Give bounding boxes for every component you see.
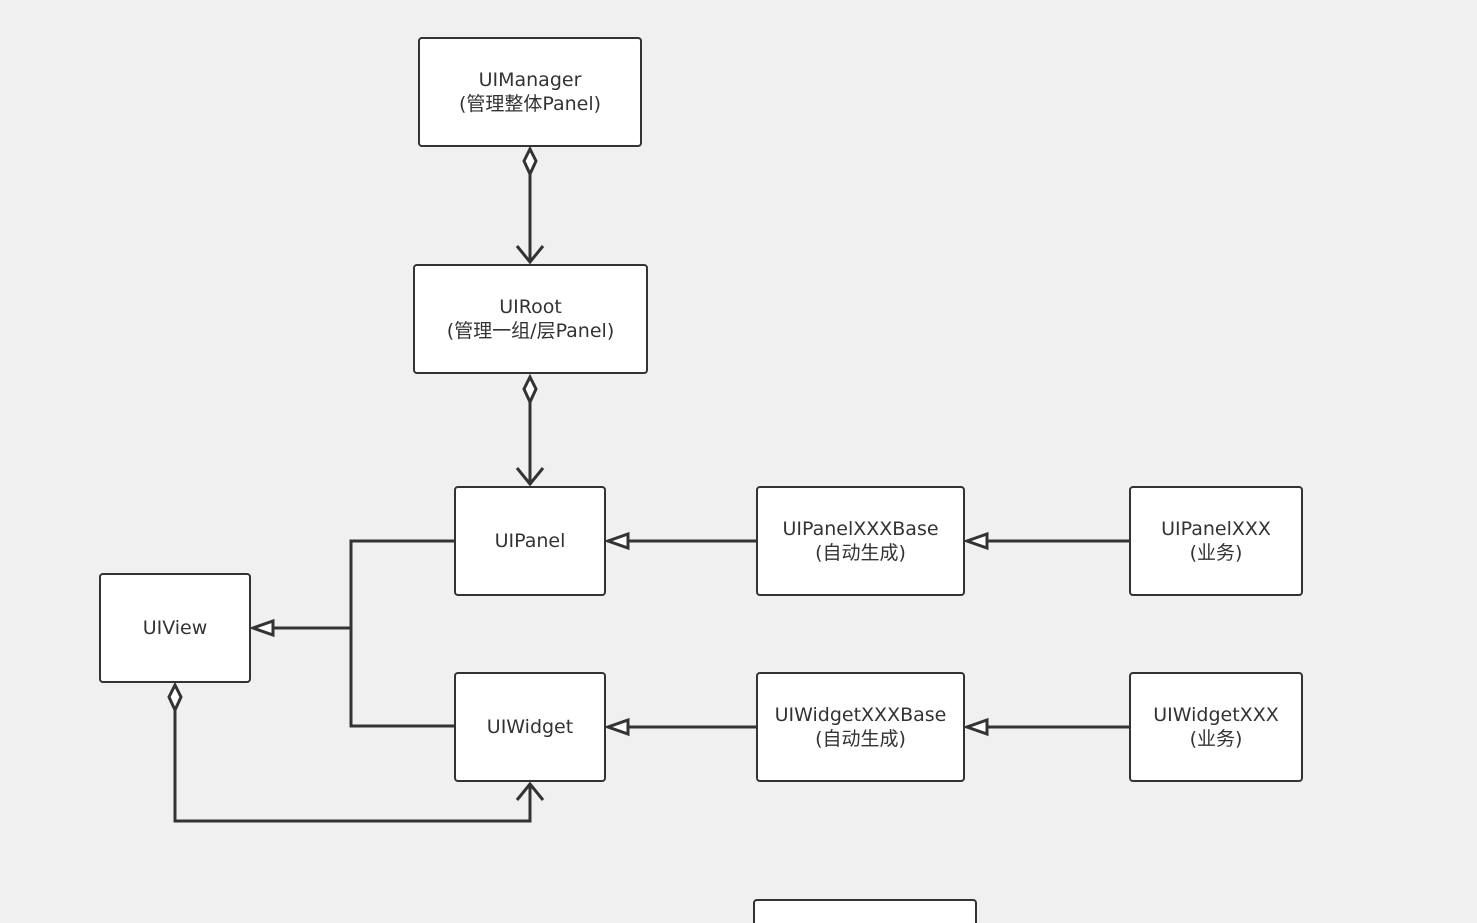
node-title: UIWidgetXXXBase <box>774 704 947 726</box>
connector-uiwidgetxxx-uiwidgetbase <box>962 717 1129 737</box>
node-uiwidgetxxxbase[interactable]: UIWidgetXXXBase (自动生成) <box>756 672 965 782</box>
inheritance-triangle <box>962 717 989 737</box>
node-uiview[interactable]: UIView <box>99 573 251 683</box>
node-uipanelxxx[interactable]: UIPanelXXX (业务) <box>1129 486 1303 596</box>
connector-uiroot-uipanel <box>515 373 545 487</box>
node-uiroot[interactable]: UIRoot (管理一组/层Panel) <box>413 264 648 374</box>
node-title: UIPanelXXXBase <box>782 518 939 540</box>
node-title: UIManager <box>478 69 582 91</box>
node-uiwidget[interactable]: UIWidget <box>454 672 606 782</box>
inheritance-triangle <box>962 531 989 551</box>
node-uipanel[interactable]: UIPanel <box>454 486 606 596</box>
connector-uipanelbase-uipanel <box>603 531 756 551</box>
connector-uiwidgetbase-uiwidget <box>603 717 756 737</box>
inheritance-triangle <box>603 531 630 551</box>
inheritance-triangle <box>248 618 275 638</box>
node-subtitle: (自动生成) <box>815 542 906 564</box>
connector-uimanager-uiroot <box>515 145 545 265</box>
node-title: UIView <box>142 617 208 639</box>
open-arrow-marker <box>515 245 545 265</box>
node-title: UIPanel <box>494 530 566 552</box>
node-subtitle: (管理一组/层Panel) <box>446 320 615 342</box>
node-uimanager[interactable]: UIManager (管理整体Panel) <box>418 37 642 147</box>
node-subtitle: (自动生成) <box>815 728 906 750</box>
node-title: UIPanelXXX <box>1161 518 1271 540</box>
connector-uiview-uiwidget <box>167 681 545 823</box>
node-subtitle: (业务) <box>1189 542 1243 564</box>
node-subtitle: (业务) <box>1189 728 1243 750</box>
diamond-marker <box>522 373 538 406</box>
diamond-marker <box>522 145 538 178</box>
inheritance-triangle <box>603 717 630 737</box>
node-uipanelxxxbase[interactable]: UIPanelXXXBase (自动生成) <box>756 486 965 596</box>
node-partial-offscreen[interactable] <box>753 899 977 923</box>
open-arrow-marker <box>515 467 545 487</box>
node-subtitle: (管理整体Panel) <box>458 93 602 115</box>
node-uiwidgetxxx[interactable]: UIWidgetXXX (业务) <box>1129 672 1303 782</box>
diamond-marker <box>167 681 183 714</box>
connector-uipanel-uiwidget-uiview <box>248 539 454 728</box>
node-title: UIWidget <box>486 716 574 738</box>
connector-uipanelxxx-uipanelbase <box>962 531 1129 551</box>
node-title: UIRoot <box>499 296 562 318</box>
node-title: UIWidgetXXX <box>1153 704 1279 726</box>
open-arrow-marker <box>515 781 545 801</box>
